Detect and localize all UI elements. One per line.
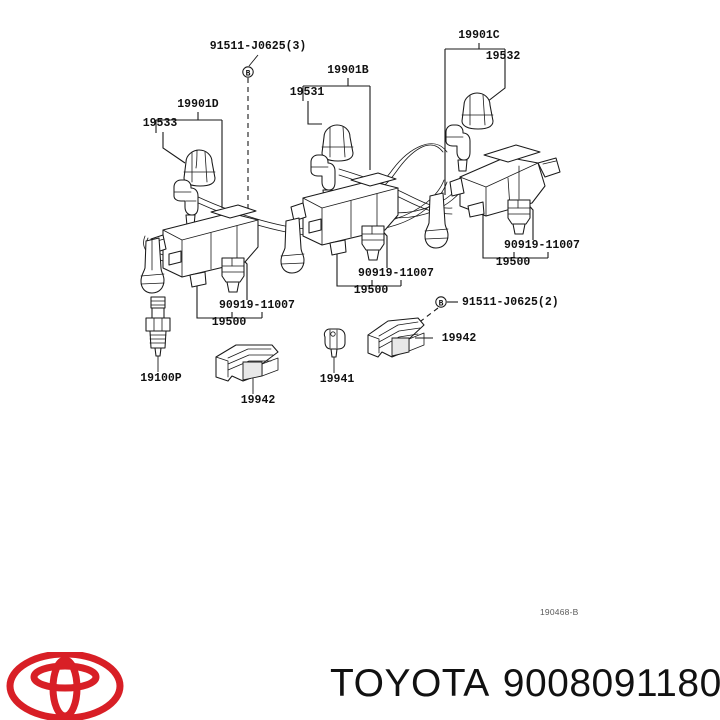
label-19532: 19532 — [486, 50, 521, 63]
toyota-logo — [6, 650, 124, 720]
label-19500-center: 19500 — [354, 284, 389, 297]
label-19901c: 19901C — [458, 29, 500, 42]
part-19941-grommet — [323, 328, 346, 358]
brand-part-number-line: TOYOTA 9008091180 — [330, 656, 720, 712]
part-19532-boot — [461, 92, 494, 130]
part-90919-11007-nut-center — [361, 225, 385, 261]
label-90919-11007-left: 90919-11007 — [219, 299, 295, 312]
label-19901b: 19901B — [327, 64, 369, 77]
label-19533: 19533 — [143, 117, 178, 130]
part-90919-11007-nut-right — [507, 199, 531, 235]
plug-boot-right — [424, 192, 449, 249]
label-19531: 19531 — [290, 86, 325, 99]
label-19901d: 19901D — [177, 98, 219, 111]
label-19941: 19941 — [320, 373, 355, 386]
drawing-reference: 190468-B — [540, 607, 579, 617]
svg-text:B: B — [439, 300, 444, 309]
label-90919-11007-center: 90919-11007 — [358, 267, 434, 280]
part-90919-11007-nut-left — [221, 257, 245, 293]
callout-bracket-19901c — [444, 43, 506, 195]
toyota-logo-icon — [6, 650, 124, 720]
label-19500-right: 19500 — [496, 256, 531, 269]
label-group: 91511-J0625(3) 19901D 19533 19901B 19531… — [140, 29, 580, 407]
part-19942-clamp-left — [215, 344, 279, 382]
label-90919-11007-right: 90919-11007 — [504, 239, 580, 252]
label-91511-j0625-2: 91511-J0625(2) — [462, 296, 559, 309]
callout-fastener-lower: B — [412, 296, 458, 328]
callout-fastener-top: B — [242, 54, 259, 208]
part-19100p-spark-plug — [145, 296, 171, 357]
plug-boot-center — [280, 217, 305, 274]
label-19500-left: 19500 — [212, 316, 247, 329]
footer-bar: TOYOTA 9008091180 — [0, 648, 720, 720]
wire-elbow-boot-left — [173, 179, 199, 227]
brand-text: TOYOTA — [330, 662, 490, 705]
label-19942-right: 19942 — [442, 332, 477, 345]
plug-boot-left — [140, 237, 165, 294]
label-19100p: 19100P — [140, 372, 182, 385]
svg-text:B: B — [246, 70, 251, 79]
part-19533-boot — [183, 149, 216, 187]
part-19942-clamp-right — [367, 317, 425, 358]
label-19942-left: 19942 — [241, 394, 276, 407]
callout-bracket-19901d — [155, 112, 223, 208]
label-91511-j0625-3: 91511-J0625(3) — [210, 40, 307, 53]
callout-bracket-19901b — [302, 78, 371, 170]
part-number-text: 9008091180 — [502, 662, 720, 705]
part-19531-boot — [321, 124, 354, 162]
wire-elbow-boot-right — [445, 124, 471, 172]
